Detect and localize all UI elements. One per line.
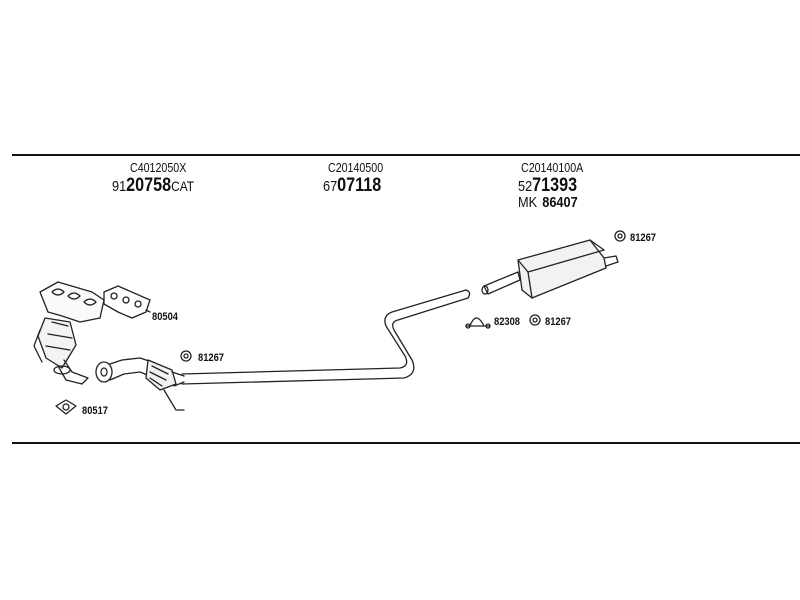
- middle-pipe: [181, 289, 471, 385]
- group-1-number: 9120758CAT: [112, 175, 194, 197]
- front-pipe: [95, 357, 185, 411]
- group-1-number-bold: 20758: [126, 175, 172, 196]
- mid-hanger: [529, 314, 541, 326]
- exhaust-manifold-catalyst: [33, 281, 105, 385]
- group-1-number-suffix: CAT: [171, 178, 195, 194]
- group-3-code: C20140100A: [521, 160, 584, 175]
- part-label-clamp: 82308: [494, 316, 521, 328]
- bottom-rule: [12, 442, 800, 444]
- manifold-gasket: [103, 285, 151, 319]
- part-label-gasket-flange: 80517: [82, 405, 109, 417]
- group-3-mk-label: MK: [518, 194, 538, 211]
- group-3-mk-value: 86407: [542, 194, 578, 211]
- clamp: [465, 317, 491, 329]
- group-2-number: 6707118: [323, 175, 381, 197]
- rear-silencer: [481, 239, 619, 299]
- group-2-number-prefix: 67: [323, 178, 338, 195]
- group-1-code: C4012050X: [130, 160, 187, 175]
- rear-hanger: [614, 230, 626, 242]
- group-2-code: C20140500: [328, 160, 384, 175]
- part-label-hanger-front: 81267: [198, 352, 225, 364]
- group-3-number-bold: 71393: [532, 175, 578, 196]
- flange-gasket: [55, 399, 77, 415]
- front-hanger: [180, 350, 192, 362]
- top-rule: [12, 154, 800, 156]
- part-label-gasket-manifold: 80504: [152, 311, 179, 323]
- part-label-hanger-mid: 81267: [545, 316, 572, 328]
- group-3-number-prefix: 52: [518, 178, 533, 195]
- part-label-hanger-rear: 81267: [630, 232, 657, 244]
- group-2-number-bold: 07118: [337, 175, 382, 196]
- group-3-number: 5271393: [518, 175, 577, 197]
- group-1-number-prefix: 91: [112, 178, 127, 195]
